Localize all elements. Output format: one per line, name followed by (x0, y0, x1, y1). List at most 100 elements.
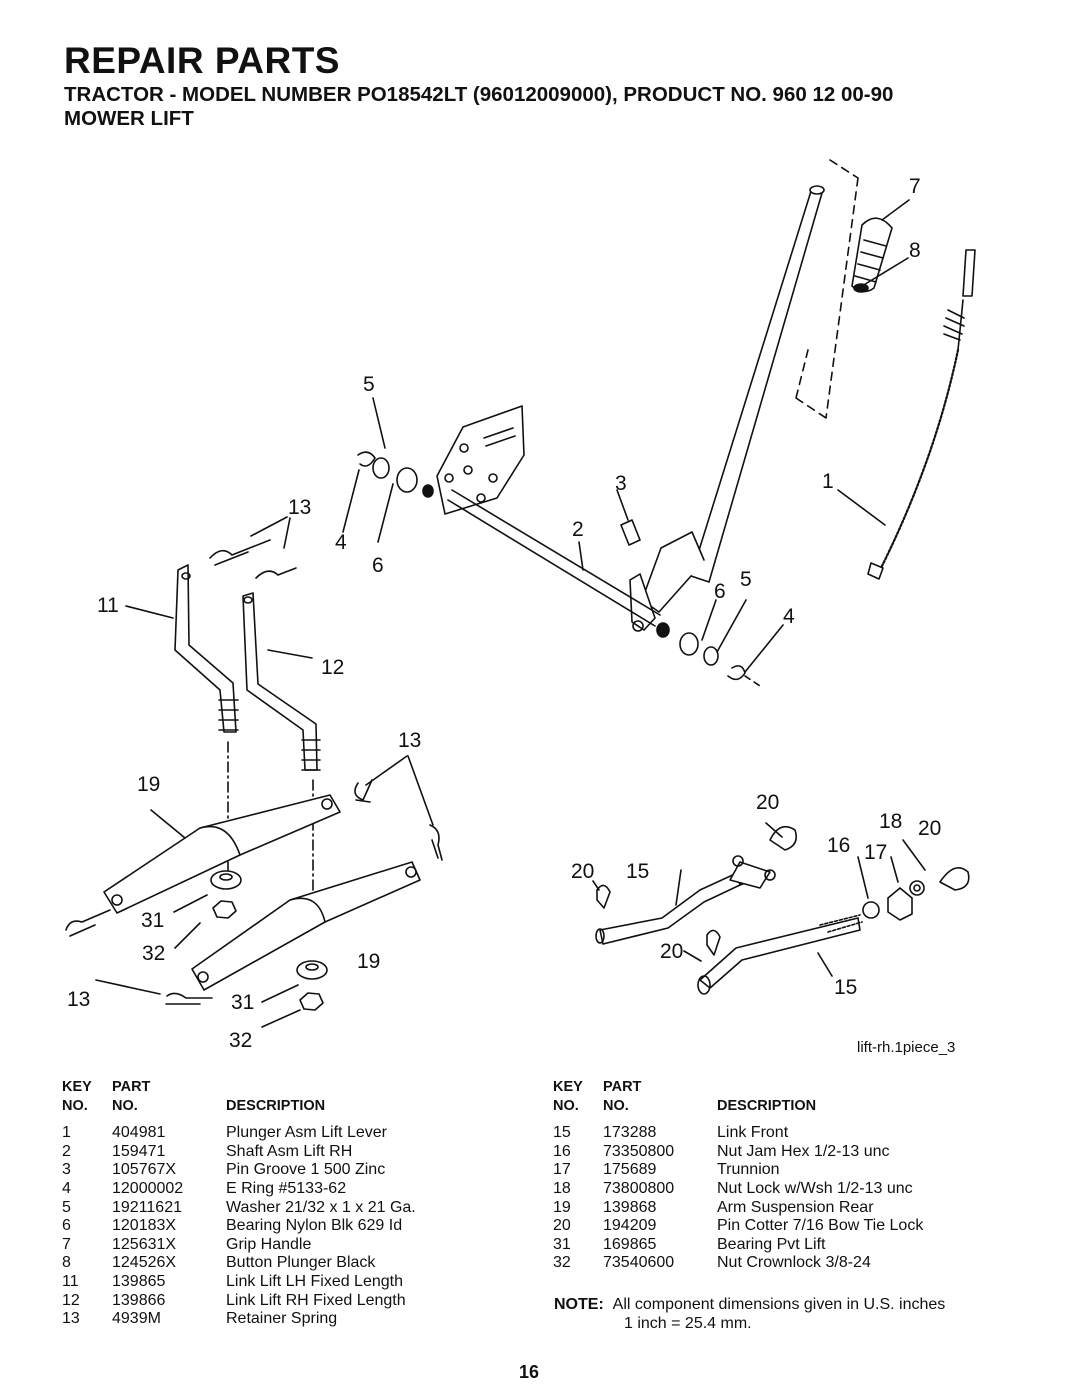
link-lift-lh (174, 564, 239, 733)
part-no: 124526X (112, 1254, 177, 1272)
bearing-top (396, 467, 418, 493)
part-description: Nut Lock w/Wsh 1/2-13 unc (717, 1179, 913, 1197)
pin-groove (620, 519, 641, 546)
callout-31: 31 (231, 991, 254, 1014)
page-title: REPAIR PARTS (64, 40, 340, 81)
callout-1: 1 (822, 470, 834, 493)
callout-20: 20 (756, 791, 779, 814)
callout-32: 32 (142, 942, 165, 965)
part-description: Pin Cotter 7/16 Bow Tie Lock (717, 1217, 924, 1235)
callout-5: 5 (363, 373, 375, 396)
trunnion (887, 887, 913, 921)
bearing-right (679, 632, 699, 656)
callout-13: 13 (398, 729, 421, 752)
diagram-reference-code: lift-rh.1piece_3 (857, 1039, 956, 1056)
part-description: Link Lift LH Fixed Length (226, 1272, 403, 1290)
dimensions-note: NOTE: All component dimensions given in … (554, 1296, 945, 1333)
part-description: Pin Groove 1 500 Zinc (226, 1161, 386, 1179)
page-number: 16 (519, 1362, 540, 1382)
callout-31: 31 (141, 909, 164, 932)
col-part-top: PART (112, 1079, 151, 1095)
lift-lever (629, 185, 825, 632)
callout-8: 8 (909, 239, 921, 262)
key-no: 4 (62, 1179, 71, 1197)
key-no: 5 (62, 1198, 71, 1216)
arm-suspension-upper (103, 794, 341, 914)
note-line-1: All component dimensions given in U.S. i… (612, 1296, 946, 1313)
washer-right (703, 646, 719, 666)
part-no: 73540600 (603, 1254, 675, 1272)
key-no: 3 (62, 1161, 71, 1179)
col-key-bottom: NO. (553, 1097, 579, 1114)
part-no: 125631X (112, 1235, 177, 1253)
col-description: DESCRIPTION (717, 1097, 817, 1114)
callout-20: 20 (918, 817, 941, 840)
lift-shaft (447, 489, 661, 627)
part-no: 159471 (112, 1142, 166, 1160)
part-description: Trunnion (717, 1161, 780, 1179)
col-part-bottom: NO. (112, 1097, 138, 1114)
key-no: 18 (553, 1179, 571, 1197)
col-description: DESCRIPTION (226, 1097, 326, 1114)
plunger-button (853, 283, 869, 293)
retainer-spring (209, 539, 271, 566)
e-ring-top (357, 451, 376, 467)
callout-19: 19 (137, 773, 160, 796)
key-no: 17 (553, 1161, 571, 1179)
e-ring-right (727, 665, 746, 681)
callout-13: 13 (288, 496, 311, 519)
callout-labels: 7 8 5 3 1 13 4 2 6 11 6 5 4 12 13 19 20 … (67, 175, 941, 1052)
key-no: 1 (62, 1124, 71, 1142)
washer-top (372, 457, 390, 479)
key-no: 32 (553, 1254, 571, 1272)
callout-4: 4 (335, 531, 347, 554)
callout-2: 2 (572, 518, 584, 541)
cotter-pin (769, 825, 798, 851)
link-lift-rh (242, 592, 321, 771)
callout-16: 16 (827, 834, 850, 857)
part-no: 404981 (112, 1124, 166, 1142)
callout-3: 3 (615, 472, 627, 495)
part-description: Plunger Asm Lift Lever (226, 1124, 387, 1142)
part-no: 19211621 (112, 1198, 182, 1216)
part-no: 175689 (603, 1161, 657, 1179)
nut-lock (909, 880, 925, 896)
callout-6: 6 (372, 554, 384, 577)
callout-20: 20 (571, 860, 594, 883)
callout-11: 11 (97, 594, 119, 617)
part-no: 4939M (112, 1310, 161, 1328)
link-front-lower (697, 914, 863, 995)
part-no: 173288 (603, 1124, 657, 1142)
callout-15: 15 (626, 860, 649, 883)
note-line-2: 1 inch = 25.4 mm. (624, 1314, 752, 1332)
parts-row: 1 404981 Plunger Asm Lift Lever (62, 1124, 556, 1143)
part-description: Nut Jam Hex 1/2-13 unc (717, 1142, 890, 1160)
part-no: 169865 (603, 1235, 657, 1253)
key-no: 31 (553, 1235, 571, 1253)
note-label: NOTE: (554, 1296, 604, 1313)
part-description: Link Front (717, 1124, 789, 1142)
callout-32: 32 (229, 1029, 252, 1052)
callout-15: 15 (834, 976, 857, 999)
callout-5: 5 (740, 568, 752, 591)
callout-18: 18 (879, 810, 902, 833)
model-subtitle: TRACTOR - MODEL NUMBER PO18542LT (960120… (64, 83, 894, 106)
mount-plate (436, 405, 525, 515)
part-no: 12000002 (112, 1179, 184, 1197)
callout-6: 6 (714, 580, 726, 603)
part-no: 139866 (112, 1291, 166, 1309)
